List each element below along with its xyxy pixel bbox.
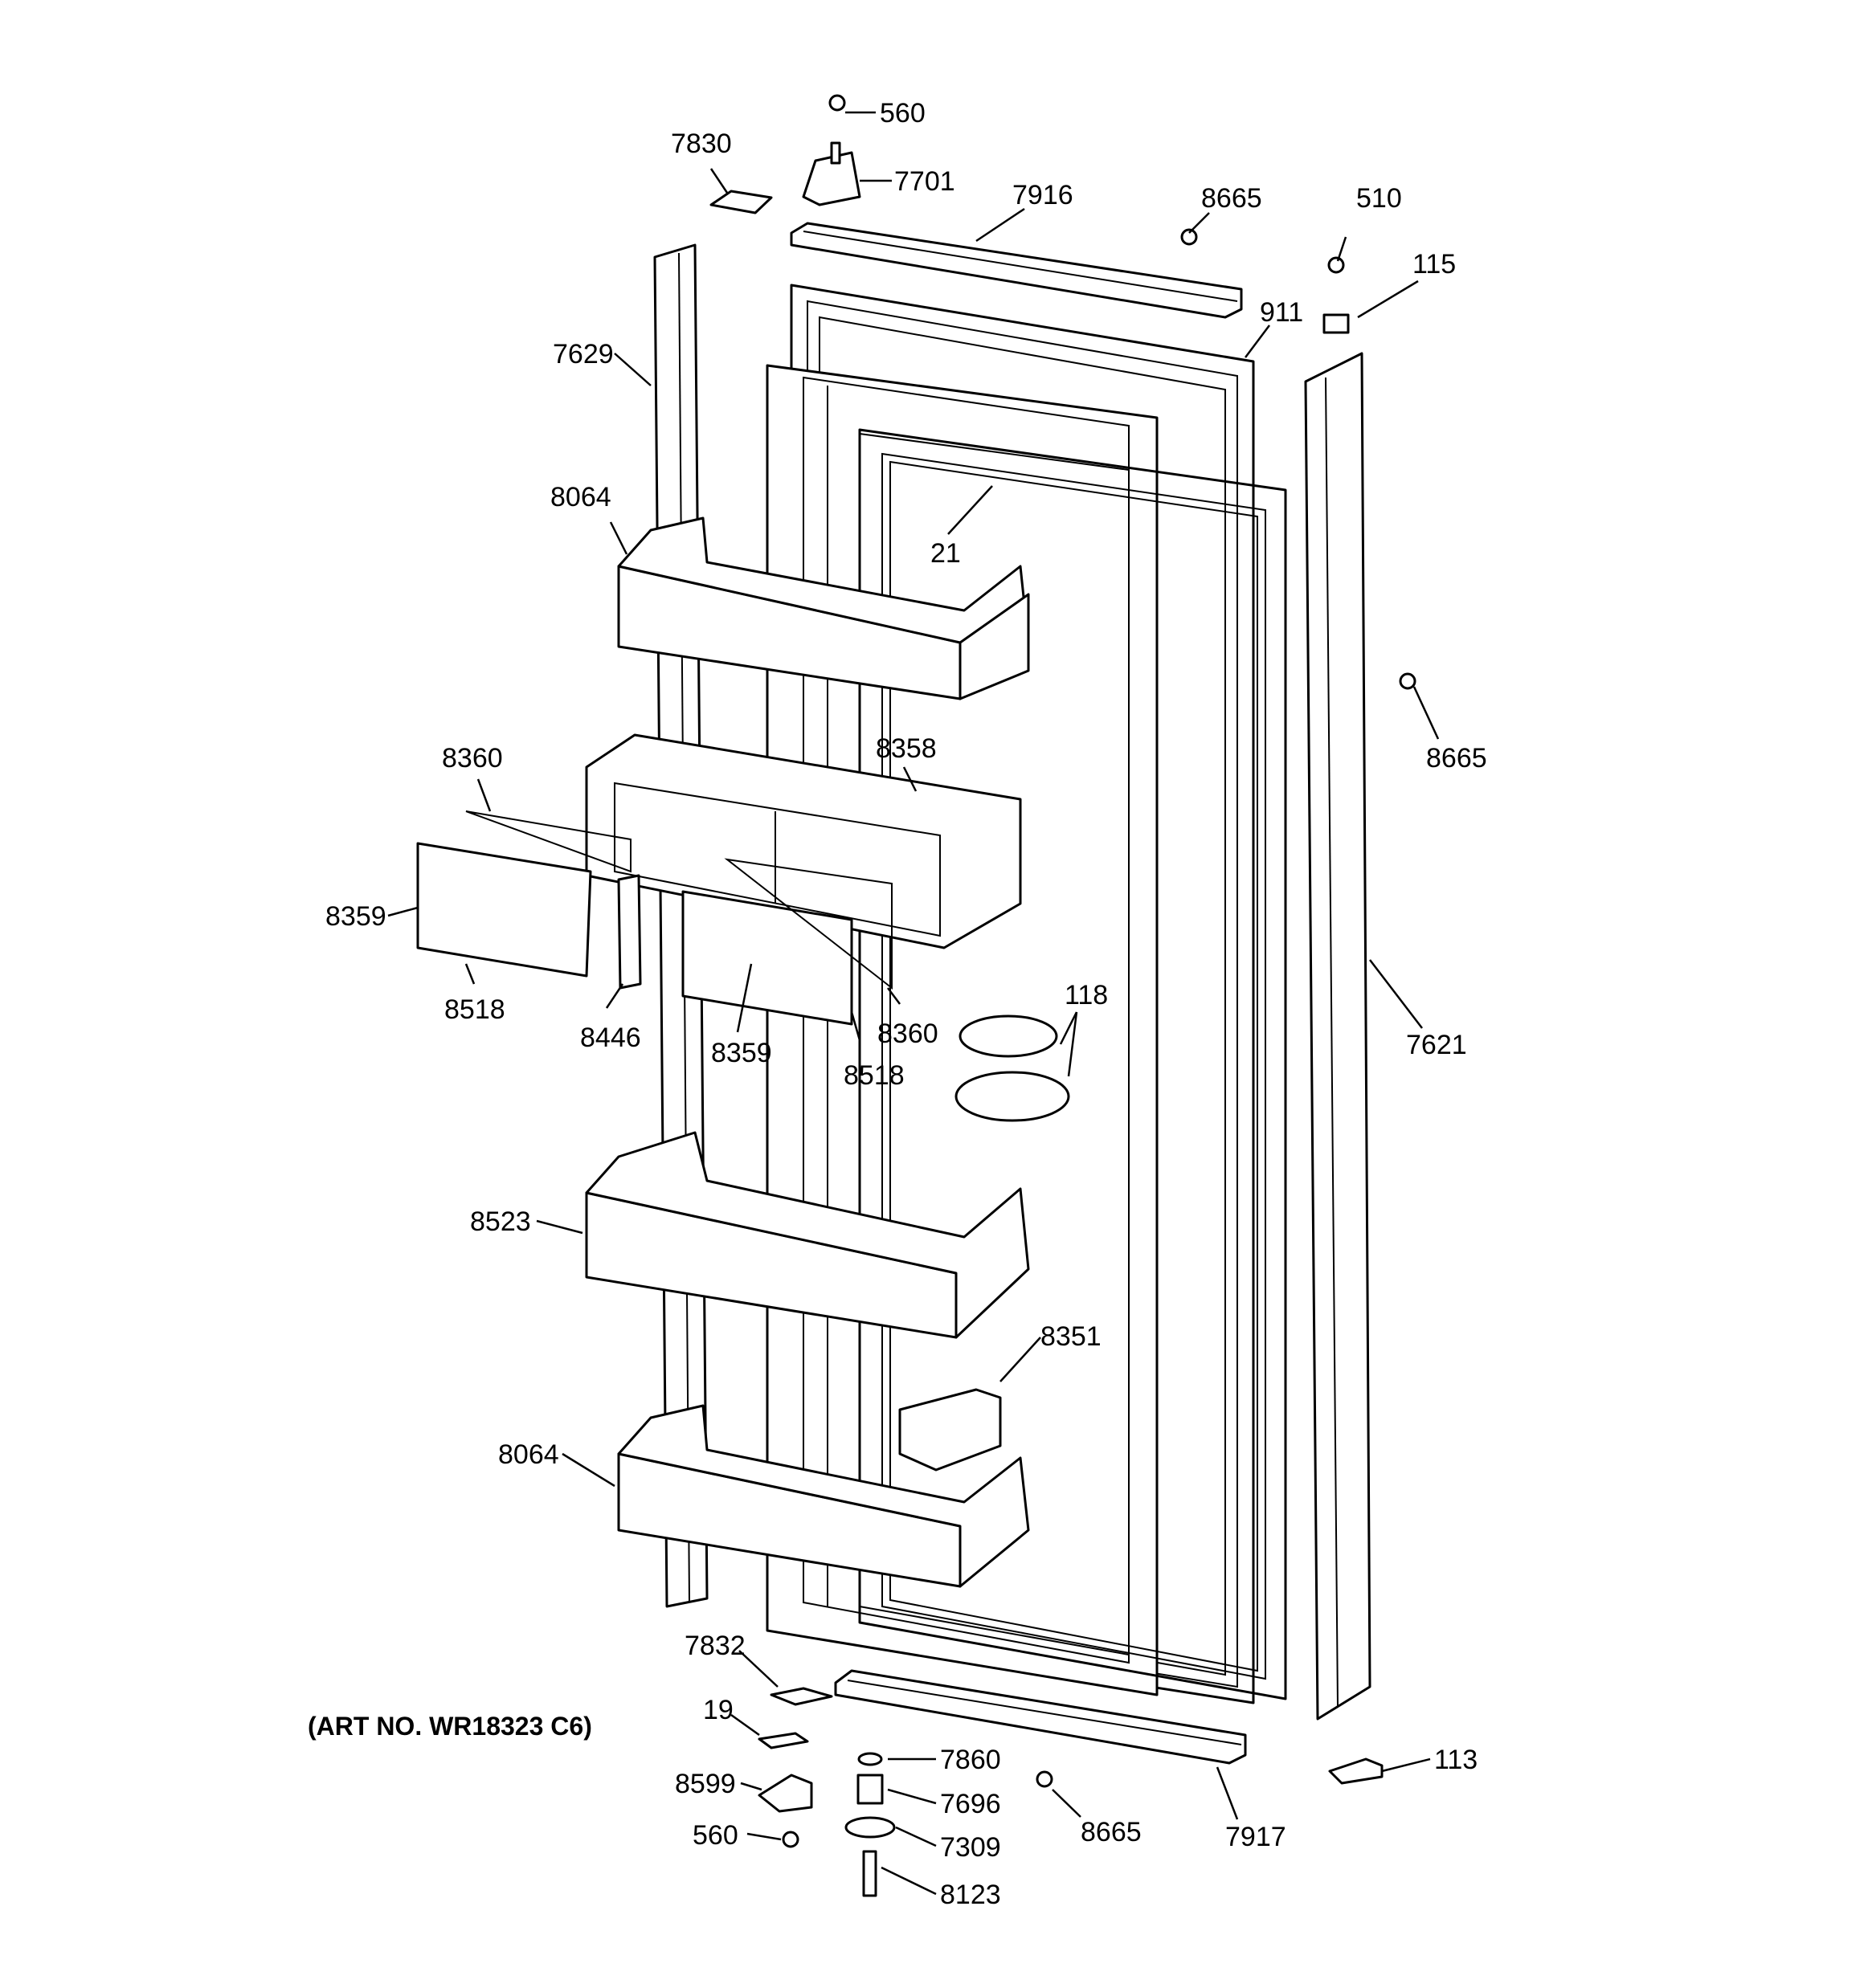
dairy-door-left <box>416 810 632 978</box>
callout-7860: 7860 <box>940 1745 1001 1775</box>
callout-7309: 7309 <box>940 1832 1001 1863</box>
bottom-door-trim <box>834 1669 1247 1765</box>
callout-560-bottom: 560 <box>693 1820 738 1851</box>
callout-8351: 8351 <box>1040 1321 1102 1352</box>
callout-21: 21 <box>930 538 961 569</box>
door-bin-middle <box>585 1131 1030 1339</box>
callout-8518-left: 8518 <box>444 994 505 1025</box>
callout-8064-upper: 8064 <box>550 482 611 512</box>
callout-118: 118 <box>1065 980 1108 1010</box>
callout-7701: 7701 <box>894 166 955 197</box>
leader-lines <box>387 111 1440 1896</box>
callout-8064-lower: 8064 <box>498 1439 559 1470</box>
right-door-trim <box>1304 352 1371 1721</box>
callout-labels: 560 7830 7701 7916 8665 510 115 911 7629… <box>325 98 1487 1910</box>
callout-115: 115 <box>1412 249 1456 280</box>
callout-7917: 7917 <box>1225 1822 1286 1852</box>
dairy-door-right <box>681 858 893 1026</box>
callout-8446: 8446 <box>580 1023 641 1053</box>
callout-7629: 7629 <box>553 339 614 369</box>
callout-8523: 8523 <box>470 1206 531 1237</box>
door-stop-113 <box>1328 1757 1384 1785</box>
callout-8665-bottom: 8665 <box>1081 1817 1142 1847</box>
callout-8358: 8358 <box>876 733 937 764</box>
hinge-bracket-bottom <box>758 1687 833 1813</box>
callout-7832: 7832 <box>685 1631 746 1661</box>
door-bin-upper <box>617 516 1030 700</box>
callout-911: 911 <box>1260 297 1303 328</box>
door-stop-115 <box>1322 313 1350 334</box>
dairy-hinge <box>617 874 642 990</box>
callout-8518-right: 8518 <box>844 1060 905 1091</box>
callout-8360-right: 8360 <box>877 1018 938 1049</box>
hinge-bracket-top-7830 <box>709 190 773 214</box>
callout-8360-left: 8360 <box>442 743 503 774</box>
callout-113: 113 <box>1434 1745 1478 1775</box>
callout-7696: 7696 <box>940 1789 1001 1819</box>
callout-8123: 8123 <box>940 1880 1001 1910</box>
callout-8599: 8599 <box>675 1769 736 1799</box>
callout-8665-top: 8665 <box>1201 183 1262 214</box>
screws <box>782 94 1416 1848</box>
top-door-trim <box>790 222 1243 319</box>
callout-19: 19 <box>703 1695 734 1725</box>
callout-7621: 7621 <box>1406 1030 1467 1060</box>
callout-8665-right: 8665 <box>1426 743 1487 774</box>
shelf-accessory-8351 <box>898 1388 1002 1472</box>
door-bin-lower <box>617 1404 1030 1588</box>
callout-8359-right: 8359 <box>711 1038 772 1068</box>
callout-8359-left: 8359 <box>325 901 386 932</box>
hinge-top <box>802 141 861 206</box>
art-number: (ART NO. WR18323 C6) <box>308 1712 592 1741</box>
callout-7916: 7916 <box>1012 180 1073 210</box>
callout-560-top: 560 <box>880 98 926 129</box>
callout-7830: 7830 <box>671 129 732 159</box>
callout-510: 510 <box>1356 183 1402 214</box>
ice-chute-seals <box>954 1014 1070 1122</box>
hinge-pin-parts <box>844 1752 896 1897</box>
